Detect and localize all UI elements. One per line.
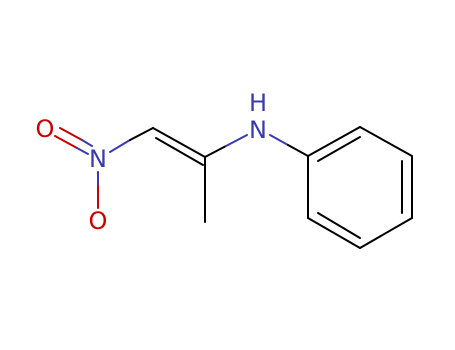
bond-o-top-to-n-double	[59, 127, 83, 141]
bond-o-top-to-n-n-half	[76, 147, 89, 155]
ring-double-1	[317, 136, 361, 162]
bond-nh-to-ring-n-half	[269, 134, 289, 146]
bond-c1-c2-double	[155, 137, 204, 166]
ring-bond-2	[359, 126, 413, 157]
atom-o-bottom: O	[89, 207, 108, 235]
atom-o-top: O	[36, 115, 55, 143]
ring-bond-4	[359, 217, 413, 249]
atom-n-nitro: N	[89, 145, 107, 173]
bond-c2-to-nh	[204, 145, 227, 158]
bond-nh-to-ring	[287, 144, 309, 157]
ring-double-3	[317, 212, 361, 239]
ring-bond-5	[307, 217, 361, 249]
bond-c1-c2	[152, 127, 206, 158]
bond-o-top-to-n	[54, 135, 78, 149]
bond-nitro-n-to-c1	[129, 127, 154, 141]
ring-bond-1	[307, 126, 361, 157]
bond-nitro-n-to-c1-n-half	[109, 139, 131, 153]
atom-h-amine: H	[249, 89, 267, 117]
atom-n-amine: N	[249, 116, 267, 144]
bond-o-top-to-n-double-n-half	[81, 139, 93, 147]
bond-c2-to-nh-n-half	[225, 134, 248, 147]
